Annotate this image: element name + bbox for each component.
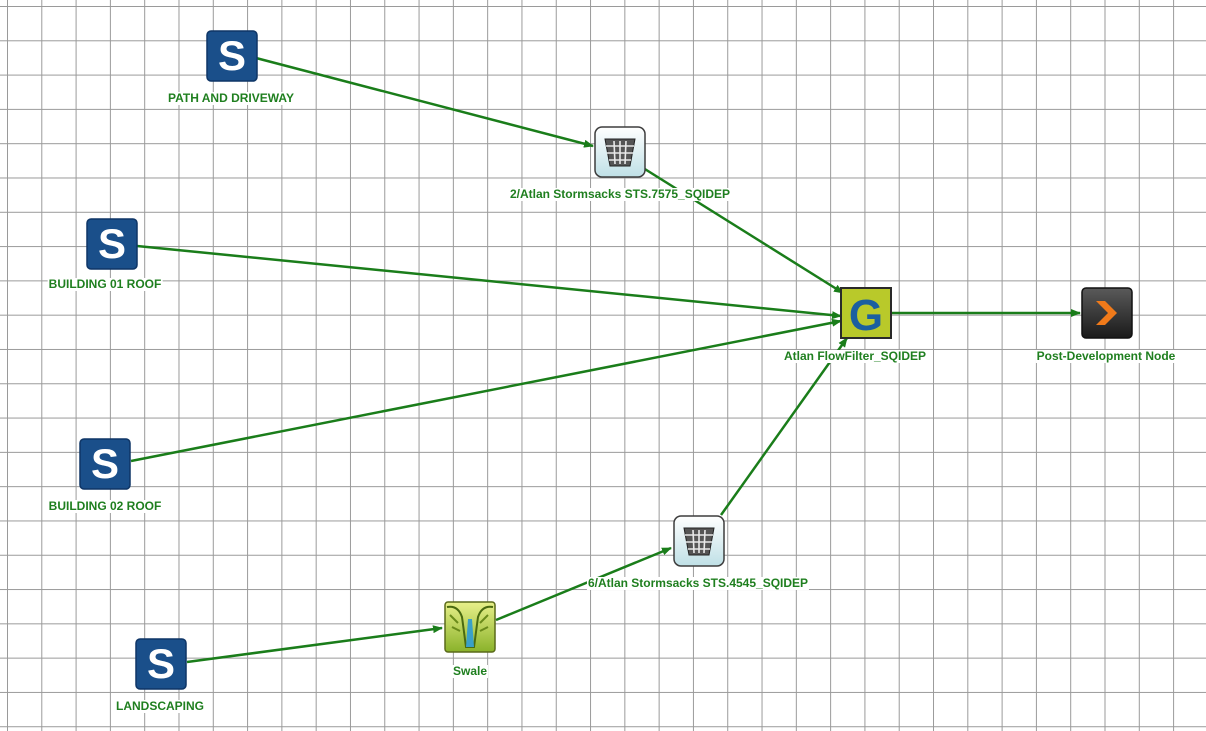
landscaping-node[interactable]: S — [135, 638, 187, 690]
receiving-node-icon — [1081, 287, 1133, 339]
svg-text:S: S — [91, 440, 119, 487]
path-driveway-node[interactable]: S — [206, 30, 258, 82]
post-dev-node[interactable] — [1081, 287, 1133, 339]
landscaping-label: LANDSCAPING — [114, 699, 206, 713]
path-driveway-label: PATH AND DRIVEWAY — [166, 91, 296, 105]
swale-node[interactable] — [444, 601, 496, 653]
link-landscaping-to-swale[interactable] — [186, 625, 443, 664]
post-dev-label: Post-Development Node — [1035, 349, 1177, 363]
building02-label: BUILDING 02 ROOF — [47, 499, 163, 513]
source-s-icon: S — [79, 438, 131, 490]
gpt-basket-icon — [673, 515, 725, 567]
svg-text:S: S — [218, 32, 246, 79]
link-building01-to-flowfilter[interactable] — [136, 244, 842, 320]
stormsack-7575-label: 2/Atlan Stormsacks STS.7575_SQIDEP — [508, 187, 732, 201]
stormsack-4545-node[interactable] — [673, 515, 725, 567]
generic-treatment-g-icon: G — [840, 287, 892, 339]
svg-text:S: S — [147, 640, 175, 687]
stormsack-7575-node[interactable] — [594, 126, 646, 178]
link-stormsack_7575-to-flowfilter[interactable] — [639, 164, 844, 295]
stormsack-4545-label: 6/Atlan Stormsacks STS.4545_SQIDEP — [586, 576, 810, 590]
link-swale-to-stormsack_4545[interactable] — [495, 546, 672, 622]
gpt-basket-icon — [594, 126, 646, 178]
link-path_driveway-to-stormsack_7575[interactable] — [255, 56, 594, 148]
svg-text:G: G — [849, 291, 883, 339]
building02-node[interactable]: S — [79, 438, 131, 490]
source-s-icon: S — [135, 638, 187, 690]
source-s-icon: S — [206, 30, 258, 82]
svg-text:S: S — [98, 220, 126, 267]
source-s-icon: S — [86, 218, 138, 270]
building01-node[interactable]: S — [86, 218, 138, 270]
building01-label: BUILDING 01 ROOF — [47, 277, 163, 291]
link-stormsack_4545-to-flowfilter[interactable] — [719, 337, 849, 516]
link-building02-to-flowfilter[interactable] — [130, 318, 842, 463]
flowfilter-node[interactable]: G — [840, 287, 892, 339]
swale-label: Swale — [451, 664, 489, 678]
flowfilter-label: Atlan FlowFilter_SQIDEP — [782, 349, 928, 363]
swale-icon — [444, 601, 496, 653]
